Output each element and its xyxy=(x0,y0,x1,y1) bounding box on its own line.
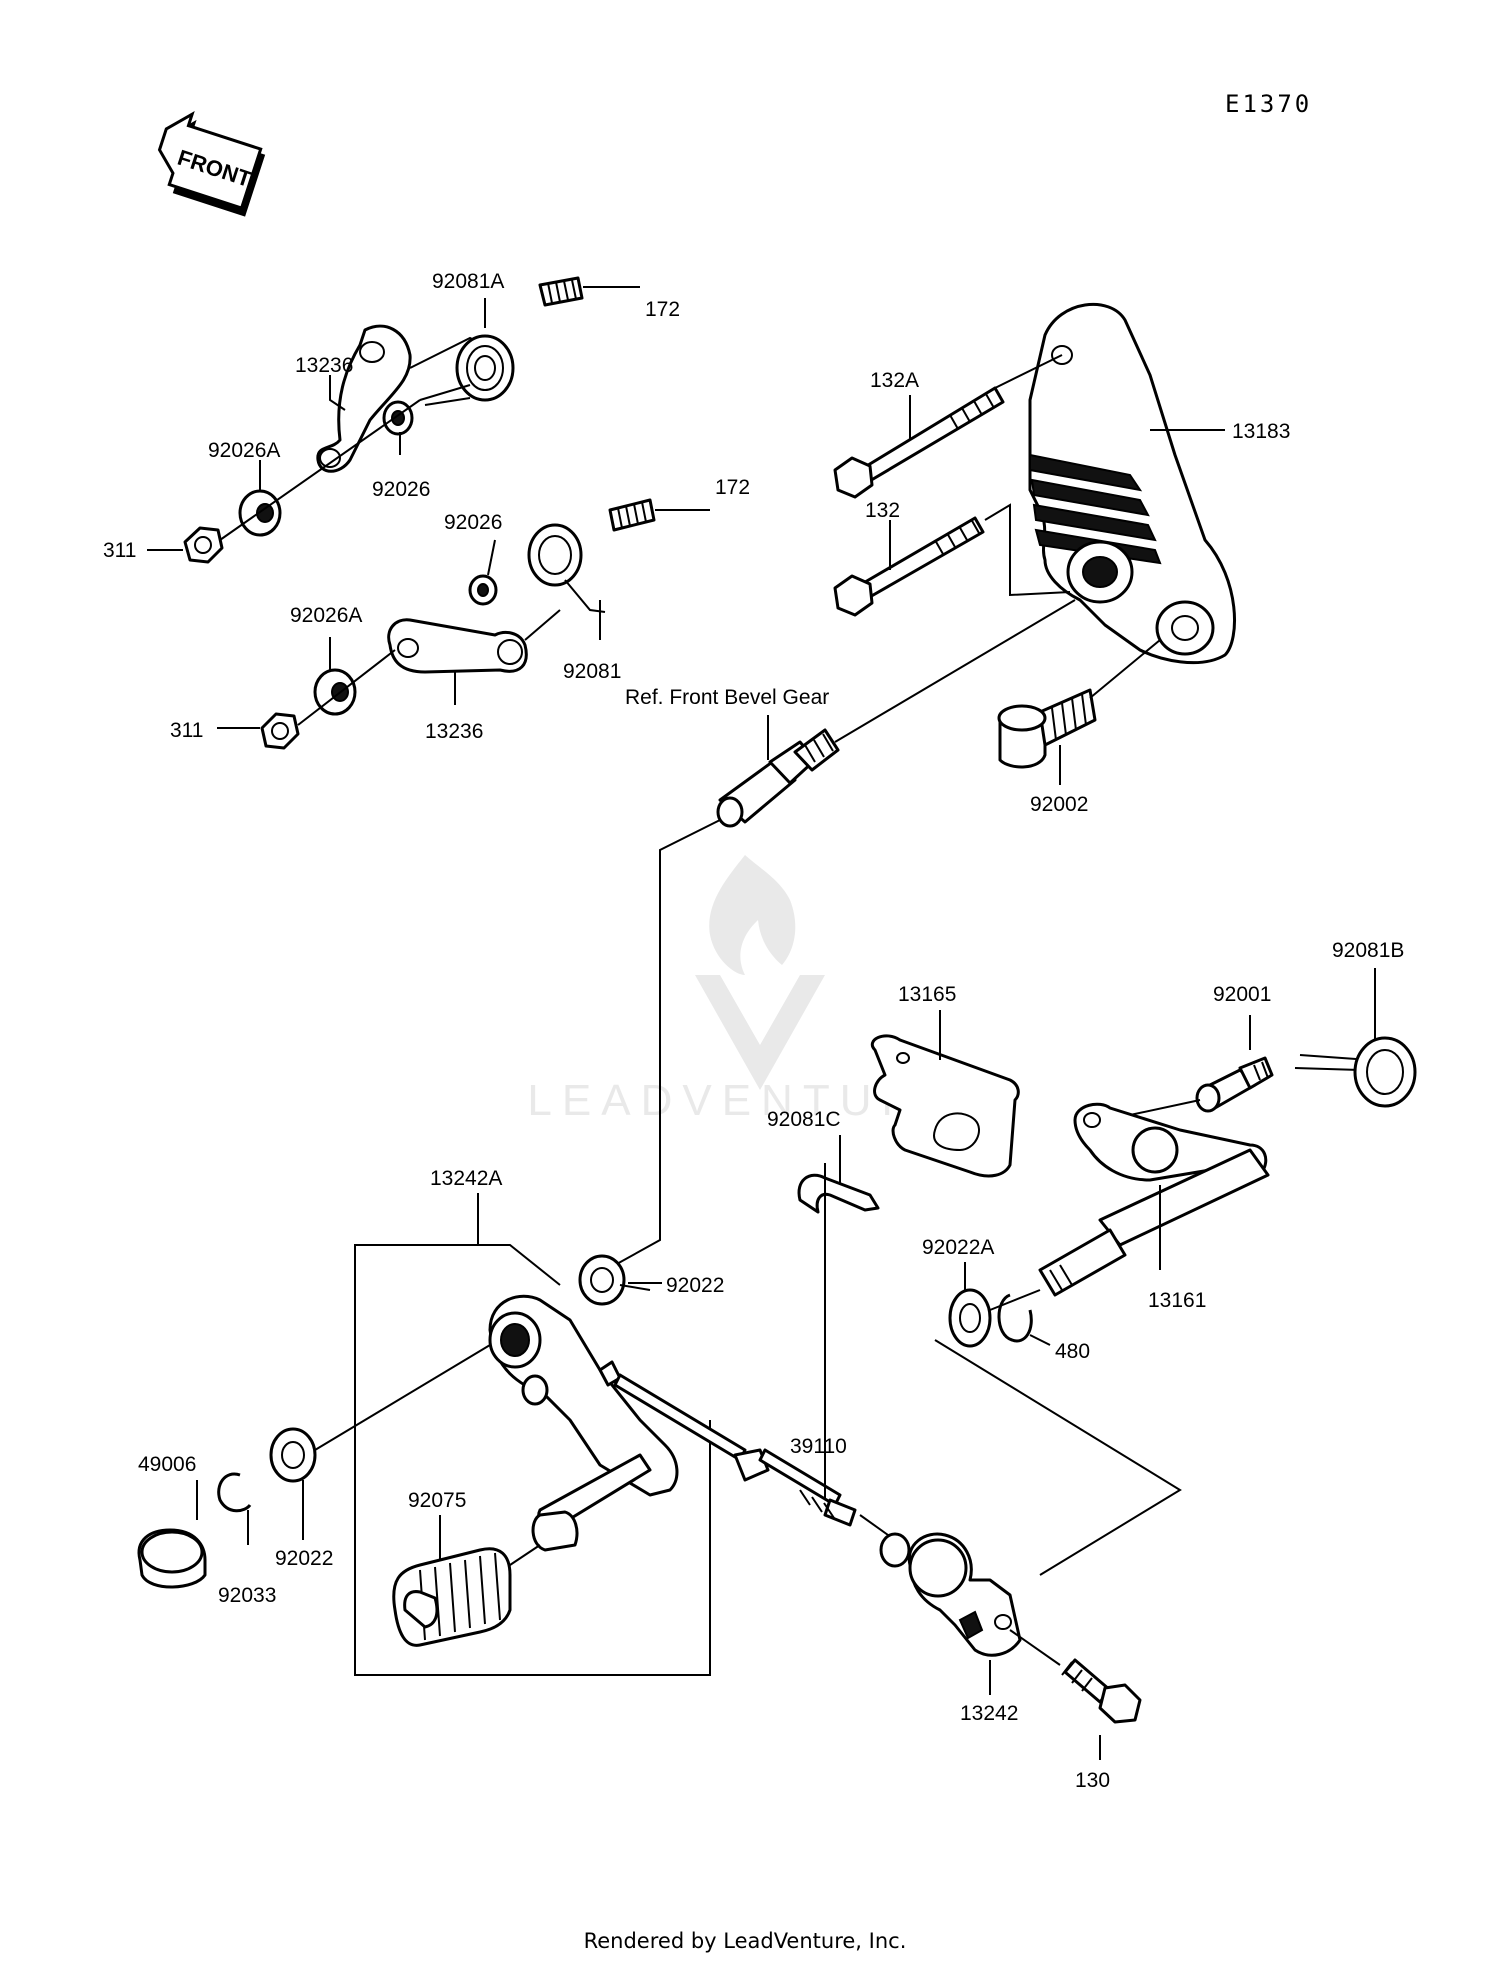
label-92081C[interactable]: 92081C xyxy=(767,1108,841,1131)
label-172-top[interactable]: 172 xyxy=(645,298,680,321)
label-92026A-bottom[interactable]: 92026A xyxy=(290,604,362,627)
pin-172-top xyxy=(538,276,584,307)
lever-13236-top xyxy=(316,324,412,473)
washer-92022-bottom xyxy=(269,1427,317,1483)
rod-39110 xyxy=(613,1373,857,1527)
lever-13236-bottom xyxy=(387,618,528,674)
label-92026-mid[interactable]: 92026 xyxy=(444,511,502,534)
label-172-mid[interactable]: 172 xyxy=(715,476,750,499)
label-92022-top[interactable]: 92022 xyxy=(666,1274,724,1297)
bolt-132 xyxy=(833,516,985,617)
label-13183[interactable]: 13183 xyxy=(1232,420,1290,443)
label-39110[interactable]: 39110 xyxy=(790,1435,847,1458)
washer-92026-mid xyxy=(468,574,498,606)
washer-92022A xyxy=(948,1288,992,1348)
bolt-132A xyxy=(833,386,1005,499)
diagram-code: E1370 xyxy=(1225,90,1312,118)
label-13165[interactable]: 13165 xyxy=(898,983,956,1006)
joint-13242 xyxy=(879,1532,1022,1657)
label-92022A[interactable]: 92022A xyxy=(922,1236,994,1259)
bolt-92002 xyxy=(997,688,1097,769)
spring-92081B xyxy=(1294,1036,1417,1108)
shaft-13161 xyxy=(1038,1102,1270,1297)
peg-rubber-92075 xyxy=(392,1547,512,1647)
label-13161[interactable]: 13161 xyxy=(1148,1289,1206,1312)
label-92081B[interactable]: 92081B xyxy=(1332,939,1404,962)
label-92033[interactable]: 92033 xyxy=(218,1584,276,1607)
stud-92001 xyxy=(1195,1056,1274,1113)
reference-note: Ref. Front Bevel Gear xyxy=(625,686,829,709)
cap-49006 xyxy=(137,1528,207,1589)
leader-lines xyxy=(147,286,1376,1760)
label-92026A-top[interactable]: 92026A xyxy=(208,439,280,462)
bolt-130 xyxy=(1061,1658,1142,1724)
washer-92026-top xyxy=(382,400,414,436)
label-13242A[interactable]: 13242A xyxy=(430,1167,502,1190)
label-92001[interactable]: 92001 xyxy=(1213,983,1271,1006)
plate-13165 xyxy=(871,1034,1020,1178)
pin-172-mid xyxy=(608,498,656,532)
label-132[interactable]: 132 xyxy=(865,499,900,522)
label-13236-bottom[interactable]: 13236 xyxy=(425,720,483,743)
label-13236-top[interactable]: 13236 xyxy=(295,354,353,377)
label-92022-bottom[interactable]: 92022 xyxy=(275,1547,333,1570)
spring-92081C xyxy=(797,1173,880,1214)
spring-92081 xyxy=(527,523,606,613)
label-92075[interactable]: 92075 xyxy=(408,1489,466,1512)
label-132A[interactable]: 132A xyxy=(870,369,919,392)
label-311-top[interactable]: 311 xyxy=(103,539,136,562)
nut-311-bottom xyxy=(260,712,300,750)
footer-credit: Rendered by LeadVenture, Inc. xyxy=(584,1929,907,1953)
label-92026-top[interactable]: 92026 xyxy=(372,478,430,501)
label-130[interactable]: 130 xyxy=(1075,1769,1110,1792)
washer-92022-top xyxy=(578,1254,626,1306)
shift-lever xyxy=(488,1294,679,1552)
label-311-bottom[interactable]: 311 xyxy=(170,719,203,742)
circlip-92033 xyxy=(217,1472,252,1513)
circlip-480 xyxy=(997,1293,1033,1343)
label-92081A[interactable]: 92081A xyxy=(432,270,504,293)
part-labels: 92081A 172 13236 92026A 92026 311 92026 … xyxy=(103,270,1404,1792)
label-13242[interactable]: 13242 xyxy=(960,1702,1018,1725)
stud-front-bevel-gear xyxy=(716,728,840,828)
label-92081[interactable]: 92081 xyxy=(563,660,621,683)
nut-311-top xyxy=(183,526,224,564)
label-480[interactable]: 480 xyxy=(1055,1340,1090,1363)
bracket-13183 xyxy=(1028,303,1236,665)
spring-92081A xyxy=(409,334,515,406)
front-arrow-icon: FRONT xyxy=(157,110,266,217)
label-49006[interactable]: 49006 xyxy=(138,1453,196,1476)
kit-13242A-frame xyxy=(354,1244,711,1676)
label-92002[interactable]: 92002 xyxy=(1030,793,1088,816)
